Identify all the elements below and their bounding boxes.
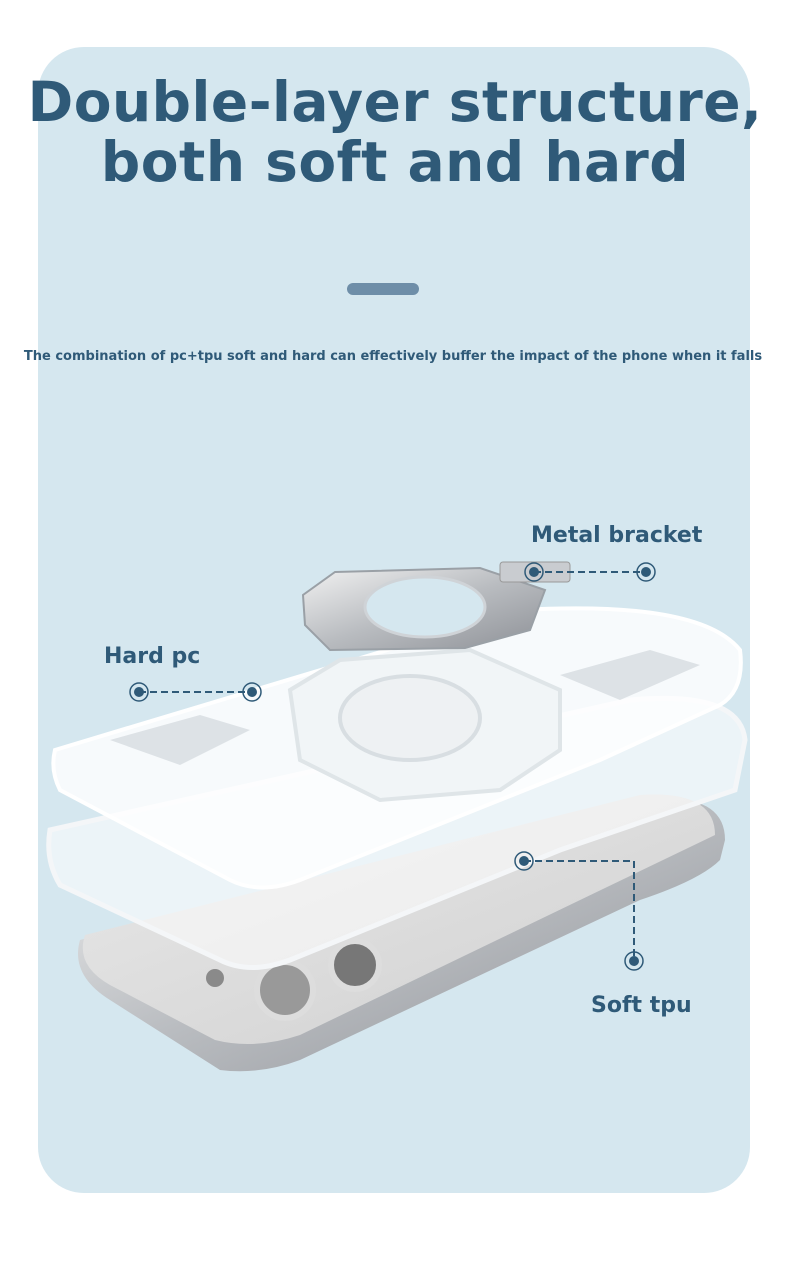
callout-lines: [139, 571, 646, 960]
phone: [78, 794, 725, 1072]
page-title: Double-layer structure, both soft and ha…: [0, 72, 790, 192]
callout-markers: [129, 562, 656, 971]
callout-metal-bracket: Metal bracket: [531, 523, 703, 548]
title-line-1: Double-layer structure,: [27, 70, 763, 134]
metal-bracket: [301, 561, 571, 652]
callout-hard-pc: Hard pc: [104, 644, 201, 669]
camera-lens-icon: [328, 938, 382, 992]
divider: [347, 283, 419, 295]
camera-lens-icon: [254, 959, 316, 1021]
title-line-2: both soft and hard: [100, 130, 690, 194]
subtitle: The combination of pc+tpu soft and hard …: [23, 349, 763, 364]
callout-soft-tpu: Soft tpu: [591, 993, 692, 1018]
hard-pc-case: [51, 606, 743, 890]
